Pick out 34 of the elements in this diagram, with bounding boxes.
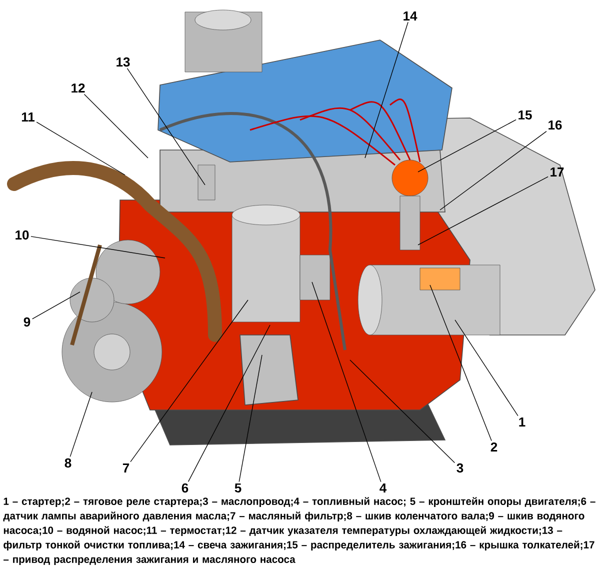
callout-number: 16 (548, 120, 562, 130)
leader-line (364, 22, 408, 158)
callout-number: 11 (22, 112, 35, 122)
callout-number: 12 (72, 83, 85, 93)
callout-number: 1 (519, 418, 526, 426)
leader-line (70, 392, 92, 458)
leader-line (312, 282, 382, 482)
callout-number: 8 (64, 458, 72, 468)
callout-number: 6 (182, 483, 188, 493)
callout-number: 9 (24, 317, 30, 327)
leader-line (126, 68, 206, 186)
callout-number: 17 (550, 168, 564, 176)
leader-line (32, 292, 80, 320)
leader-line (418, 119, 516, 172)
callout-number: 2 (490, 442, 498, 452)
leader-line (430, 284, 492, 442)
caption: 1 – стартер;2 – тяговое реле стартера;3 – маслопровод;4 – топливный насос; 5 – кронштейн опоры двигателя;6 – датчик лампы аварийного давления масла;7 – масляный фильтр;8 – шкив коленчатого вала;9 – шкив водяного насоса;10 – водяной насос;11 – термостат;12 – датчик указателя температуры охлаждающей жидкости;13 – фильтр тонкой очистки топлива;14 – свеча зажигания;15 – распределитель зажигания;16 – крышка толкателей;17 – привод распределения зажигания и масляного насоса (3, 497, 596, 565)
callout-number: 4 (380, 484, 387, 492)
leader-line (188, 324, 270, 482)
leader-line (238, 354, 262, 482)
leader-line (130, 300, 248, 462)
callout-number: 14 (404, 12, 418, 20)
callout-number: 5 (234, 483, 242, 493)
callout-number: 15 (518, 110, 532, 120)
leader-line (36, 122, 126, 176)
leader-line (84, 94, 148, 158)
callout-number: 13 (116, 57, 130, 67)
leader-line (454, 320, 518, 416)
callout-number: 7 (122, 464, 130, 472)
callout-number: 10 (16, 230, 29, 240)
leader-line (440, 130, 547, 210)
leader-line (350, 360, 456, 464)
leader-line (30, 236, 166, 258)
callout-number: 3 (456, 463, 464, 473)
